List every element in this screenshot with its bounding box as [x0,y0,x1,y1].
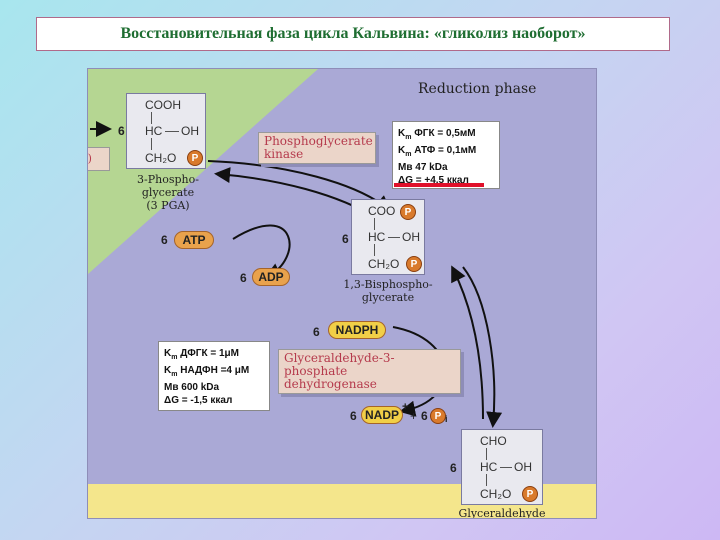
adp-coefficient: 6 [240,271,247,285]
enzyme-g3p-dehydrogenase: Glyceraldehyde-3-phosphate dehydrogenase [278,349,461,394]
mol-3-phosphoglycerate: COOH HC OH CH₂O P [126,93,206,169]
phosphate-icon: P [406,256,422,272]
adp-pill: ADP [252,268,290,286]
nadp-charge: + [402,401,409,413]
mol3-coefficient: 6 [450,461,457,475]
phosphate-icon: P [430,408,446,424]
mol2-line2-left: HC [368,230,386,244]
mol3-line2-right: OH [514,460,532,474]
nadph-coefficient: 6 [313,325,320,339]
mol3-caption: Glyceraldehyde [458,507,546,519]
info2-km2: Km НАДФН =4 μМ [164,365,250,378]
info1-mw: Мв 47 kDa [398,162,448,173]
enzyme-phosphoglycerate-kinase: Phosphoglycerate kinase [258,132,376,164]
left-truncated-box: o) [88,147,110,171]
info2-dg: ΔG = -1,5 ккал [164,395,233,406]
info-box-dehydrogenase: Km ДФГК = 1μМ Km НАДФН =4 μМ Мв 600 kDa … [158,341,270,411]
plus-sign: + [410,409,418,423]
mol2-line3: CH₂O [368,257,400,271]
mol3-line3: CH₂O [480,487,512,501]
mol2-line1: COO [368,204,396,218]
calvin-reduction-diagram: Reduction phase o) 6 COOH HC OH CH₂O P 3… [87,68,597,519]
pi-coefficient: 6 [421,409,428,423]
slide-title-box: Восстановительная фаза цикла Кальвина: «… [36,17,670,51]
mol1-line3: CH₂O [145,151,177,165]
mol1-coefficient: 6 [118,124,125,138]
atp-coefficient: 6 [161,233,168,247]
phosphate-icon: P [522,486,538,502]
mol1-line1: COOH [145,98,181,112]
nadp-pill: NADP [361,406,403,424]
arrow-g3p-back [451,265,484,420]
highlight-underline [394,183,484,187]
mol3-line2-left: HC [480,460,498,474]
info1-km1: Km ФГК = 0,5мМ [398,128,476,141]
atp-pill: ATP [174,231,214,249]
mol1-line2-left: HC [145,124,163,138]
nadph-pill: NADPH [328,321,386,339]
info2-km1: Km ДФГК = 1μМ [164,348,239,361]
info2-mw: Мв 600 kDa [164,382,220,393]
mol1-line2-right: OH [181,124,199,138]
mol2-caption: 1,3-Bisphospho- glycerate [343,278,433,304]
phosphate-icon: P [187,150,203,166]
nadp-coefficient: 6 [350,409,357,423]
info1-km2: Km АТФ = 0,1мМ [398,145,477,158]
mol2-coefficient: 6 [342,232,349,246]
mol-1-3-bisphosphoglycerate: COO P HC OH CH₂O P [351,199,425,275]
reduction-phase-label: Reduction phase [418,81,537,97]
arrow-bpg-to-g3p [462,266,503,428]
mol2-line2-right: OH [402,230,420,244]
mol1-caption: 3-Phospho- glycerate (3 PGA) [137,173,199,212]
slide-title: Восстановительная фаза цикла Кальвина: «… [120,25,586,42]
phosphate-icon: P [400,204,416,220]
mol3-line1: CHO [480,434,507,448]
info1-dg: ΔG = +4,5 ккал [398,175,469,186]
pi-subscript: i [445,414,448,424]
mol-glyceraldehyde: CHO HC OH CH₂O P [461,429,543,505]
info-box-kinase: Km ФГК = 0,5мМ Km АТФ = 0,1мМ Мв 47 kDa … [392,121,500,189]
